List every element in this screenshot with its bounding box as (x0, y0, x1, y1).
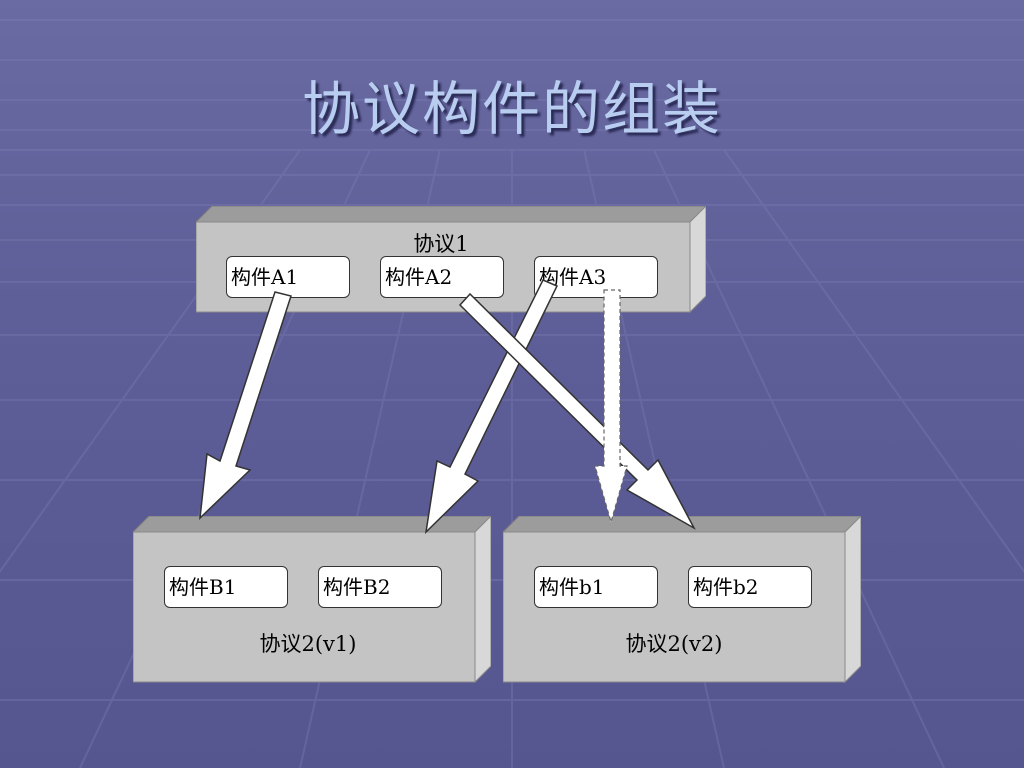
protocol2-v2-label: 协议2(v2) (625, 632, 723, 656)
protocol1-label: 协议1 (413, 232, 469, 256)
component-b2-lower: 构件b2 (688, 566, 812, 608)
component-b1-lower: 构件b1 (534, 566, 658, 608)
component-b2: 构件B2 (318, 566, 442, 608)
component-a3: 构件A3 (534, 256, 658, 298)
protocol2-v1-label: 协议2(v1) (259, 632, 357, 656)
component-b1: 构件B1 (164, 566, 288, 608)
component-a1: 构件A1 (226, 256, 350, 298)
slide-title: 协议构件的组装 (301, 75, 722, 143)
component-a2: 构件A2 (380, 256, 504, 298)
